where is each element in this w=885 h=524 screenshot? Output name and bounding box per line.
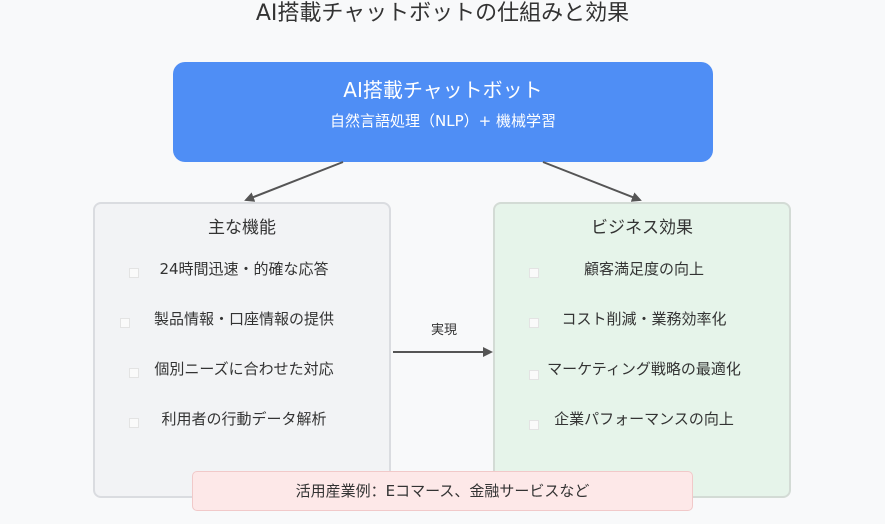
checkbox-icon xyxy=(529,318,539,328)
checkbox-icon xyxy=(129,368,139,378)
function-item: 24時間迅速・的確な応答 xyxy=(95,258,393,280)
chatbot-box: AI搭載チャットボット 自然言語処理（NLP）+ 機械学習 xyxy=(173,62,713,162)
function-item-label: 製品情報・口座情報の提供 xyxy=(153,310,334,328)
effect-item-label: コスト削減・業務効率化 xyxy=(561,310,727,328)
effect-item-label: マーケティング戦略の最適化 xyxy=(547,360,741,378)
function-item-label: 個別ニーズに合わせた対応 xyxy=(154,360,334,378)
arrow-to-functions xyxy=(244,161,344,202)
realize-label: 実現 xyxy=(430,323,457,338)
function-item-label: 24時間迅速・的確な応答 xyxy=(159,260,329,278)
industry-examples-banner: 活用産業例：Eコマース、金融サービスなど xyxy=(192,471,693,511)
function-item: 製品情報・口座情報の提供 xyxy=(95,308,393,330)
effect-item-label: 顧客満足度の向上 xyxy=(583,260,704,278)
functions-title: 主な機能 xyxy=(208,218,276,238)
checkbox-icon xyxy=(120,318,130,328)
checkbox-icon xyxy=(129,268,139,278)
function-item: 個別ニーズに合わせた対応 xyxy=(95,358,393,380)
effect-item-label: 企業パフォーマンスの向上 xyxy=(554,410,734,428)
effect-item: 顧客満足度の向上 xyxy=(495,258,793,280)
function-item-label: 利用者の行動データ解析 xyxy=(161,410,327,428)
arrow-to-effects xyxy=(542,161,642,202)
checkbox-icon xyxy=(529,268,539,278)
chatbot-box-title: AI搭載チャットボット xyxy=(343,78,543,102)
effects-title: ビジネス効果 xyxy=(591,218,693,238)
functions-panel: 主な機能 24時間迅速・的確な応答 製品情報・口座情報の提供 個別ニーズに合わせ… xyxy=(93,202,391,498)
effect-item: マーケティング戦略の最適化 xyxy=(495,358,793,380)
function-item: 利用者の行動データ解析 xyxy=(95,408,393,430)
effects-panel: ビジネス効果 顧客満足度の向上 コスト削減・業務効率化 マーケティング戦略の最適… xyxy=(493,202,791,498)
checkbox-icon xyxy=(529,370,539,380)
checkbox-icon xyxy=(129,418,139,428)
effect-item: 企業パフォーマンスの向上 xyxy=(495,408,793,430)
chatbot-box-subtitle: 自然言語処理（NLP）+ 機械学習 xyxy=(330,112,556,130)
effect-item: コスト削減・業務効率化 xyxy=(495,308,793,330)
diagram-title: AI搭載チャットボットの仕組みと効果 xyxy=(255,1,630,26)
checkbox-icon xyxy=(529,420,539,430)
